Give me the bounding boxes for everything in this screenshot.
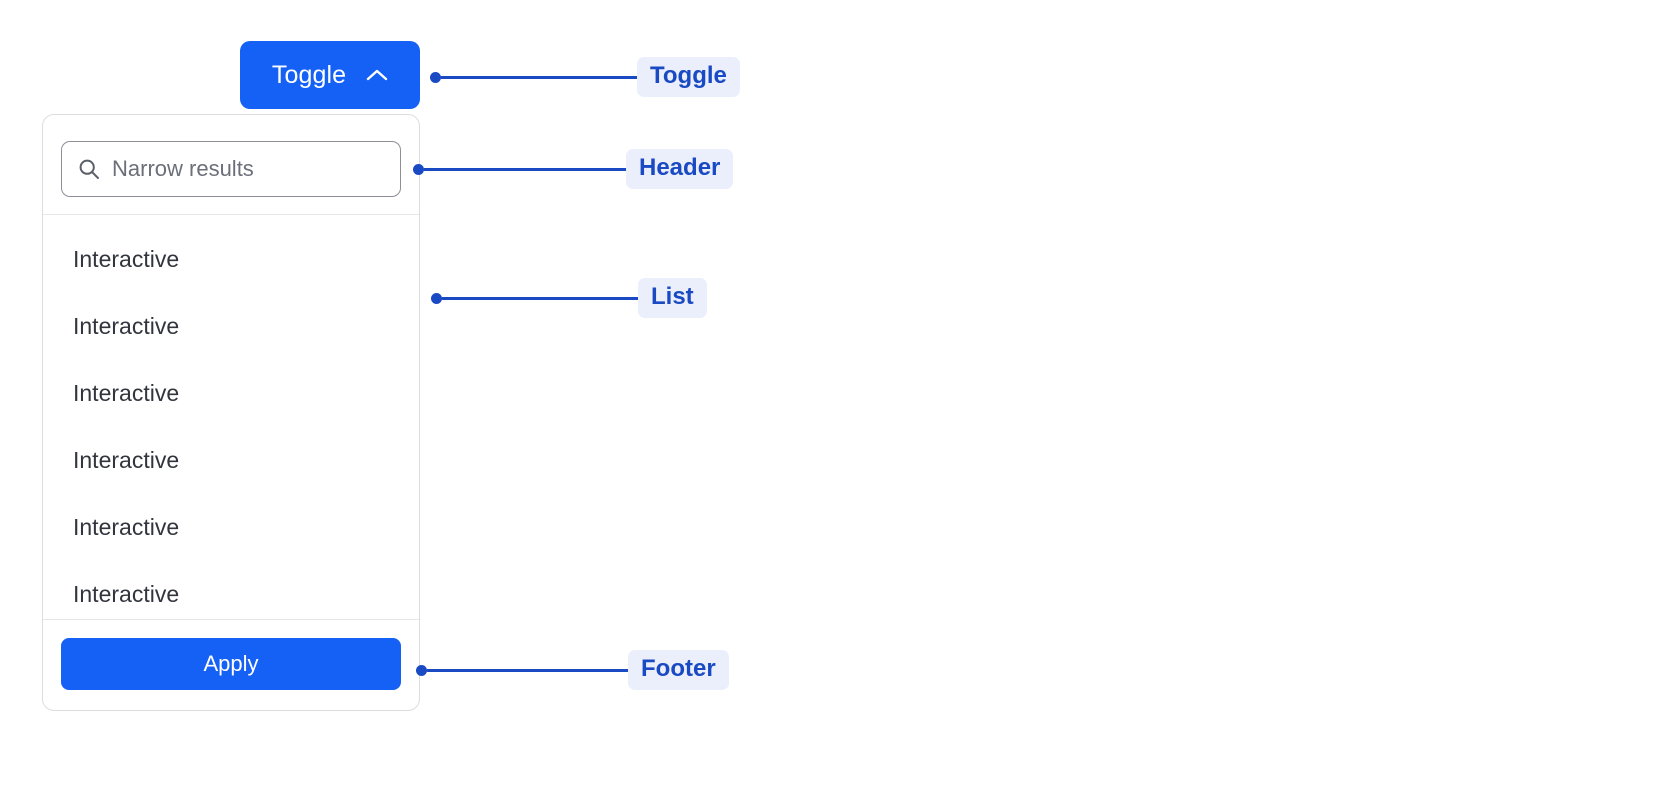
dropdown-panel: Interactive Interactive Interactive Inte…	[42, 114, 420, 711]
chevron-up-icon	[366, 68, 388, 82]
annotation-label: Header	[626, 149, 734, 189]
list-item[interactable]: Interactive	[73, 514, 180, 540]
apply-button[interactable]: Apply	[61, 638, 401, 690]
annotation-leader-line	[442, 296, 638, 300]
toggle-button[interactable]: Toggle	[240, 41, 420, 109]
list-item[interactable]: Interactive	[73, 246, 180, 272]
search-box[interactable]	[61, 141, 401, 197]
annotation-dot	[416, 664, 427, 676]
annotation-dot	[413, 163, 424, 175]
annotation-leader-line	[424, 167, 626, 171]
annotation-label: List	[638, 278, 707, 318]
search-input[interactable]	[112, 156, 384, 182]
dropdown-list: Interactive Interactive Interactive Inte…	[43, 215, 419, 620]
annotation-leader-line	[427, 668, 628, 672]
annotation-label: Toggle	[637, 57, 740, 97]
annotation-label: Footer	[628, 650, 729, 690]
dropdown-header	[43, 115, 419, 215]
list-item[interactable]: Interactive	[73, 313, 180, 339]
annotation-dot	[430, 71, 441, 83]
search-icon	[78, 158, 100, 180]
list-item[interactable]: Interactive	[73, 380, 180, 406]
dropdown-footer: Apply	[43, 620, 419, 690]
list-item[interactable]: Interactive	[73, 447, 180, 473]
list-item[interactable]: Interactive	[73, 581, 180, 607]
annotation-dot	[431, 292, 442, 304]
annotation-leader-line	[441, 75, 637, 79]
toggle-button-label: Toggle	[271, 60, 347, 89]
